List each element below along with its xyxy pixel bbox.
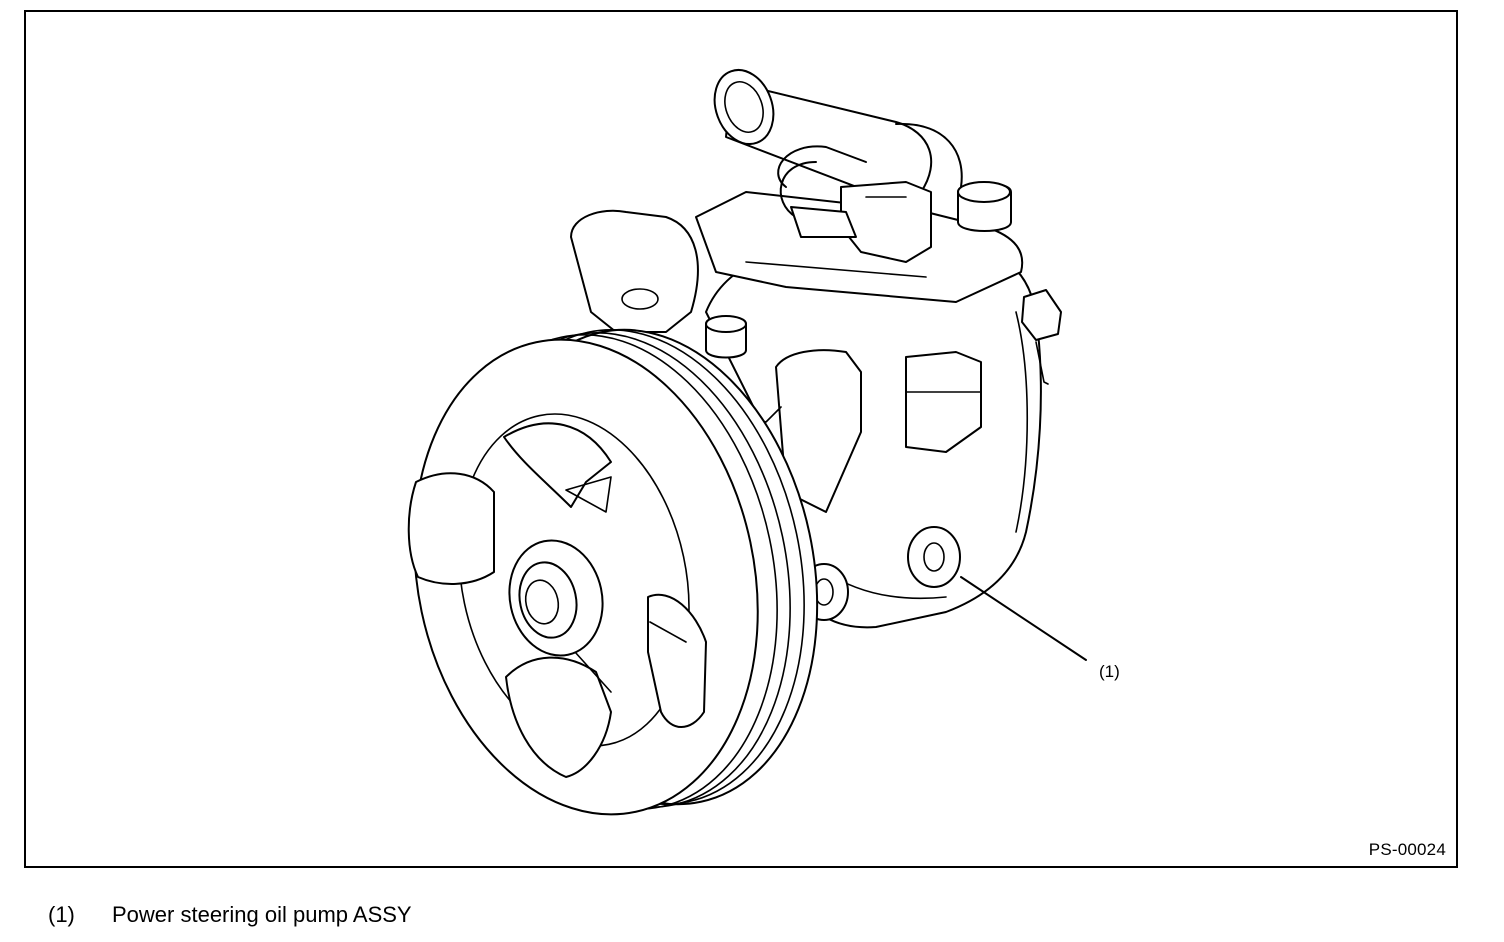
pressure-switch (790, 181, 932, 263)
figure-frame: (1) PS-00024 (24, 10, 1458, 868)
legend-item: (1) Power steering oil pump ASSY (48, 902, 412, 928)
inlet-pipe (713, 69, 963, 218)
callout-label-1: (1) (1099, 662, 1120, 681)
mounting-ear (570, 209, 747, 359)
callout-leader-line (960, 576, 1087, 661)
legend-text: Power steering oil pump ASSY (112, 902, 412, 927)
outlet-fitting (715, 349, 982, 513)
pump-body (705, 242, 1062, 629)
figure-id-label: PS-00024 (1368, 840, 1446, 859)
pulley (407, 328, 819, 816)
pump-illustration (407, 69, 1087, 816)
legend-number: (1) (48, 902, 75, 927)
